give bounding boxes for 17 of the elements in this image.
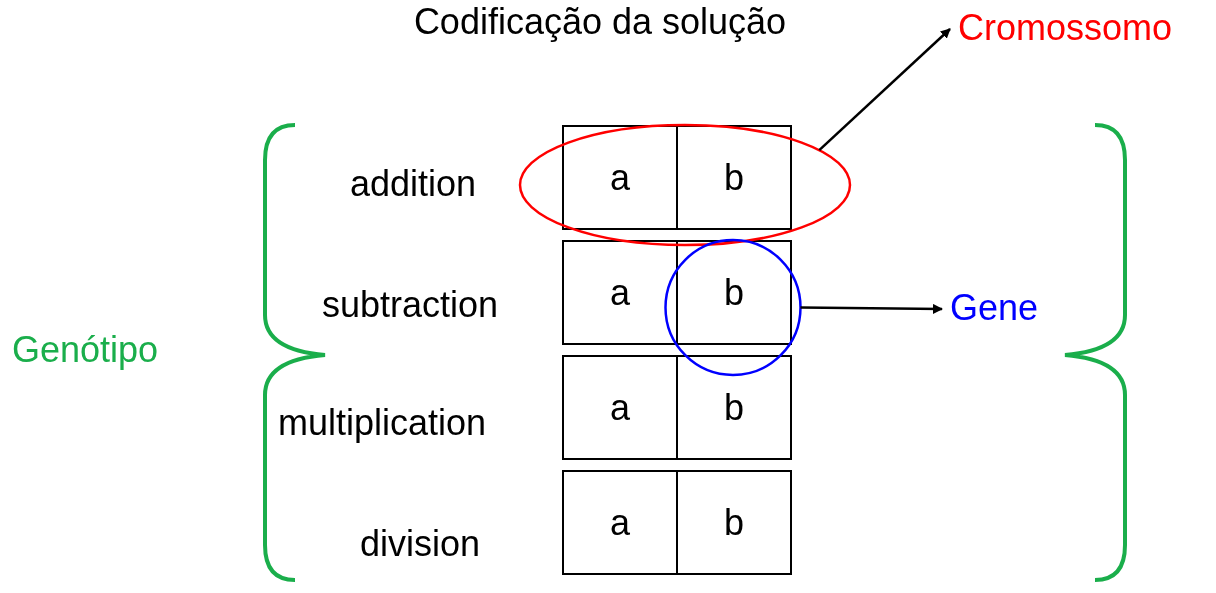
operation-label: subtraction <box>322 285 499 325</box>
circle-outline <box>664 238 802 377</box>
gene-cell: a <box>562 355 678 460</box>
group-label: Genótipo <box>12 330 159 370</box>
arrow <box>818 28 951 152</box>
ellipse-outline <box>518 123 852 247</box>
gene-cell: b <box>676 355 792 460</box>
operation-label: addition <box>350 164 477 204</box>
diagram-title: Codificação da solução <box>412 2 788 42</box>
callout-label: Cromossomo <box>958 8 1203 50</box>
gene-cell: b <box>676 470 792 575</box>
arrow <box>800 303 943 314</box>
operation-label: division <box>360 524 481 564</box>
gene-cell: a <box>562 470 678 575</box>
gene-cell: a <box>562 240 678 345</box>
operation-label: multiplication <box>278 403 487 443</box>
callout-label: Gene <box>950 288 1070 330</box>
